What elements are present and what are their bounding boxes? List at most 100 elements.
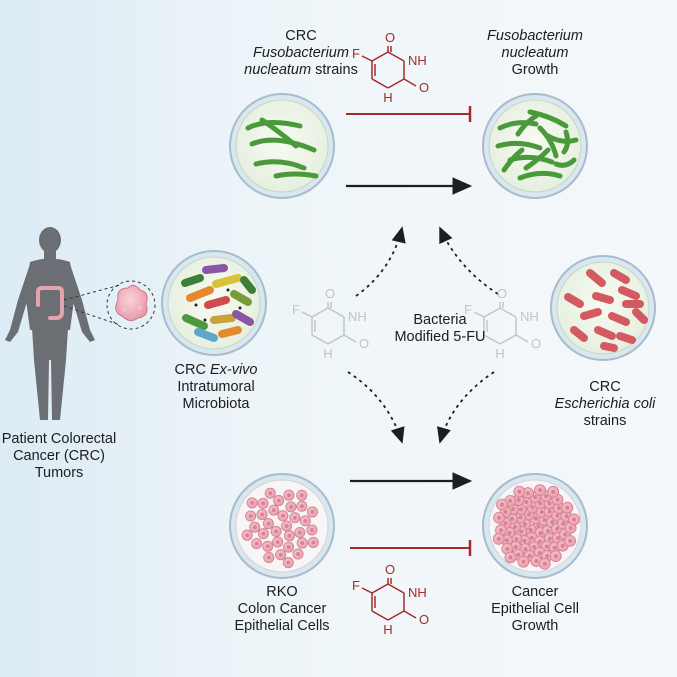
fusobacterium-strains-dish bbox=[229, 93, 335, 199]
cell-nucleus bbox=[496, 515, 502, 520]
rko-cells-dish bbox=[229, 473, 335, 579]
cell-nucleus bbox=[551, 489, 556, 494]
cell-nucleus bbox=[565, 505, 570, 510]
cell-nucleus bbox=[564, 514, 569, 519]
svg-text:O: O bbox=[359, 336, 369, 351]
fusobacterium-growth-dish bbox=[482, 93, 588, 199]
cell-nucleus bbox=[498, 528, 504, 533]
cell-nucleus bbox=[276, 498, 281, 503]
cell-nucleus bbox=[552, 545, 557, 550]
cell-nucleus bbox=[560, 543, 565, 548]
cell-nucleus bbox=[516, 552, 521, 557]
cell-nucleus bbox=[510, 506, 516, 512]
cell-nucleus bbox=[503, 509, 508, 515]
cell-nucleus bbox=[518, 515, 523, 520]
cell-nucleus bbox=[545, 553, 550, 558]
svg-text:O: O bbox=[419, 80, 429, 95]
cell-nucleus bbox=[248, 514, 253, 518]
cell-nucleus bbox=[271, 508, 276, 513]
cell-nucleus bbox=[513, 544, 518, 550]
cell-nucleus bbox=[537, 550, 542, 555]
cell-nucleus bbox=[504, 538, 510, 543]
cell-nucleus bbox=[560, 521, 566, 526]
cell-nucleus bbox=[539, 509, 544, 515]
svg-text:O: O bbox=[325, 286, 335, 301]
svg-text:H: H bbox=[323, 346, 332, 361]
cell-nucleus bbox=[252, 525, 257, 530]
cell-nucleus bbox=[274, 529, 279, 534]
ecoli-strains-dish bbox=[550, 255, 656, 361]
cell-nucleus bbox=[287, 533, 292, 538]
cell-nucleus bbox=[556, 505, 562, 510]
cell-nucleus bbox=[512, 524, 518, 529]
cell-nucleus bbox=[505, 546, 510, 552]
svg-text:O: O bbox=[385, 30, 395, 45]
cell-nucleus bbox=[266, 555, 271, 560]
cell-nucleus bbox=[527, 553, 532, 559]
cell-nucleus bbox=[522, 538, 527, 544]
cell-nucleus bbox=[555, 513, 560, 518]
svg-text:F: F bbox=[352, 578, 360, 593]
svg-text:F: F bbox=[292, 302, 300, 317]
cell-nucleus bbox=[275, 540, 280, 545]
cell-nucleus bbox=[299, 504, 304, 509]
cell-nucleus bbox=[296, 552, 301, 556]
cell-nucleus bbox=[545, 528, 551, 533]
ecoli-strains-label: CRC Escherichia coli strains bbox=[554, 379, 656, 429]
cell-nucleus bbox=[286, 545, 291, 550]
cell-nucleus bbox=[286, 560, 291, 565]
fusobacterium-growth-label: Fusobacterium nucleatum Growth bbox=[487, 28, 583, 78]
cell-nucleus bbox=[531, 544, 537, 550]
cell-nucleus bbox=[310, 509, 315, 514]
cell-nucleus bbox=[523, 546, 528, 552]
cell-nucleus bbox=[519, 507, 524, 512]
cell-nucleus bbox=[533, 516, 538, 521]
cell-nucleus bbox=[538, 530, 543, 536]
cell-nucleus bbox=[514, 536, 519, 542]
cell-nucleus bbox=[496, 536, 501, 541]
cell-nucleus bbox=[537, 501, 543, 506]
cell-nucleus bbox=[265, 544, 270, 549]
svg-text:F: F bbox=[464, 302, 472, 317]
cell-nucleus bbox=[555, 535, 561, 541]
cell-nucleus bbox=[567, 538, 573, 544]
cell-nucleus bbox=[526, 512, 532, 517]
cell-nucleus bbox=[278, 552, 283, 557]
cell-nucleus bbox=[245, 533, 250, 538]
dashed-arrow-to-cancer-growth-left bbox=[347, 371, 405, 444]
cell-nucleus bbox=[547, 501, 552, 506]
svg-text:O: O bbox=[419, 612, 429, 627]
cell-nucleus bbox=[537, 487, 543, 493]
cell-nucleus bbox=[499, 502, 505, 507]
svg-text:NH: NH bbox=[408, 585, 427, 600]
exvivo-microbiota-label: CRC Ex-vivo Intratumoral Microbiota bbox=[174, 362, 258, 412]
dashed-arrow-to-cancer-growth-right bbox=[437, 371, 495, 444]
cell-nucleus bbox=[508, 498, 513, 503]
dashed-arrow-to-fuso-growth-right bbox=[439, 226, 499, 295]
colon-icon bbox=[36, 286, 64, 320]
fusobacterium-strains-label: CRC Fusobacterium nucleatum strains bbox=[244, 28, 358, 78]
cell-nucleus bbox=[547, 509, 552, 514]
cell-nucleus bbox=[533, 494, 538, 500]
rko-cells-label: RKO Colon Cancer Epithelial Cells bbox=[234, 584, 330, 634]
cell-nucleus bbox=[303, 518, 308, 523]
cell-nucleus bbox=[528, 527, 533, 533]
cell-nucleus bbox=[524, 499, 529, 505]
cell-nucleus bbox=[254, 541, 259, 546]
svg-text:NH: NH bbox=[520, 309, 539, 324]
patient-tumors-label: Patient Colorectal Cancer (CRC) Tumors bbox=[1, 431, 117, 481]
bacteria-modified-5fu-label: Bacteria Modified 5-FU bbox=[394, 312, 486, 345]
cell-nucleus bbox=[544, 544, 549, 549]
cell-nucleus bbox=[550, 520, 555, 525]
cell-nucleus bbox=[555, 497, 560, 502]
cell-nucleus bbox=[250, 500, 255, 505]
svg-text:O: O bbox=[385, 562, 395, 577]
cell-nucleus bbox=[268, 491, 273, 496]
human-silhouette-icon bbox=[5, 227, 95, 420]
cell-nucleus bbox=[547, 536, 552, 541]
cell-nucleus bbox=[519, 529, 524, 534]
cell-nucleus bbox=[260, 512, 265, 517]
